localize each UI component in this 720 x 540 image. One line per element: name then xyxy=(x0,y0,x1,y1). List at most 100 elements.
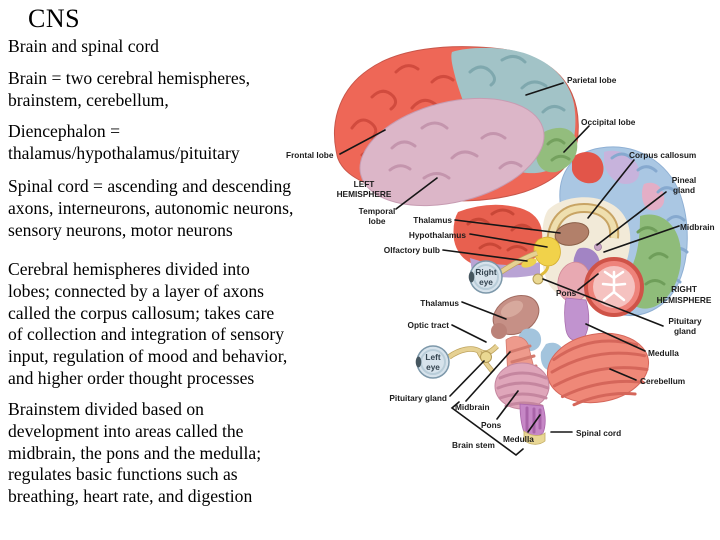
leader-pons-sagittal xyxy=(577,273,599,291)
leader-parietal xyxy=(525,82,564,96)
page-title: CNS xyxy=(28,4,81,33)
label-midbrain-lower: Midbrain xyxy=(455,402,490,412)
body-paragraph: Spinal cord = ascending and descending a… xyxy=(8,176,293,241)
body-line: Brain = two cerebral hemispheres, xyxy=(8,68,250,88)
label-temporal-lobe: lobe xyxy=(368,216,385,226)
leader-corpus-callosum xyxy=(587,159,635,219)
body-line: brainstem, cerebellum, xyxy=(8,89,169,110)
brain-stem-bracket xyxy=(450,401,524,457)
sagittal-occipital-gyri xyxy=(636,226,669,286)
lateral-brain xyxy=(334,46,579,207)
body-line: Brain and spinal cord xyxy=(8,36,159,56)
leader-thalamus-lower xyxy=(461,301,507,320)
leader-optic-tract xyxy=(451,324,487,343)
body-line: sensory neurons, motor neurons xyxy=(8,219,233,240)
hypothalamus-shape xyxy=(533,236,561,267)
right-eye-pupil xyxy=(468,271,475,283)
label-corpus-callosum: Corpus callosum xyxy=(629,150,696,160)
arbor-vitae xyxy=(601,270,627,302)
temporal-lobe-region xyxy=(359,97,545,207)
body-line: input, regulation of mood and behavior, xyxy=(8,346,288,367)
body-line: regulates basic functions such as xyxy=(8,464,238,485)
leader-thalamus-upper xyxy=(454,219,561,234)
diagram-labels: Parietal lobe Occipital lobe Corpus call… xyxy=(286,75,715,450)
pituitary-gland-sagittal xyxy=(532,273,544,285)
label-right-hemisphere: HEMISPHERE xyxy=(657,295,712,305)
label-frontal-lobe: Frontal lobe xyxy=(286,150,334,160)
label-spinal-cord: Spinal cord xyxy=(576,428,621,438)
leader-midbrain-right xyxy=(603,225,680,253)
occipital-lobe-region xyxy=(536,127,578,173)
sagittal-brain xyxy=(453,146,689,342)
label-brain-stem: Brain stem xyxy=(452,440,495,450)
body-line: midbrain, the pons and the medulla; xyxy=(8,442,262,463)
brainstem-figure xyxy=(415,250,650,445)
leader-pituitary-lower xyxy=(449,360,485,397)
label-cerebellum: Cerebellum xyxy=(640,376,685,386)
label-medulla-lower: Medulla xyxy=(503,434,534,444)
body-line: of collection and integration of sensory xyxy=(8,324,285,345)
body-line: Spinal cord = ascending and descending xyxy=(8,176,292,196)
sagittal-red-patch xyxy=(572,152,604,184)
left-eye-pupil xyxy=(415,356,422,368)
body-line: lobes; connected by a layer of axons xyxy=(8,280,264,301)
leader-cerebellum xyxy=(609,368,637,381)
leader-pineal xyxy=(596,191,667,246)
label-left-hemisphere: HEMISPHERE xyxy=(337,189,392,199)
pituitary-stalk-sagittal xyxy=(540,265,550,277)
label-pons-lower: Pons xyxy=(481,420,502,430)
label-right-eye: Right xyxy=(475,267,496,277)
mammillary-lobe xyxy=(491,323,507,339)
body-line: Diencephalon = xyxy=(8,121,121,141)
label-parietal-lobe: Parietal lobe xyxy=(567,75,617,85)
leader-midbrain-lower xyxy=(465,351,511,402)
leader-pituitary-right xyxy=(542,278,664,327)
thalamus-sagittal xyxy=(554,222,590,246)
label-hypothalamus: Hypothalamus xyxy=(409,230,467,240)
label-pineal-gland: gland xyxy=(673,185,695,195)
leader-pons-lower xyxy=(496,390,519,420)
body-line: Cerebral hemispheres divided into xyxy=(8,259,250,279)
label-thalamus-lower: Thalamus xyxy=(420,298,459,308)
label-pituitary-lower: Pituitary gland xyxy=(389,393,447,403)
label-left-eye: Left xyxy=(425,352,440,362)
pituitary-ball-lower xyxy=(480,351,492,363)
body-line: called the corpus callosum; takes care xyxy=(8,302,275,323)
body-line: and higher order thought processes xyxy=(8,367,255,388)
cerebellum-fissures xyxy=(550,339,649,407)
temporal-gyri xyxy=(388,121,523,180)
label-pituitary-right: gland xyxy=(674,326,696,336)
medial-temporal-gyri xyxy=(466,208,533,252)
label-temporal-lobe: Temporal xyxy=(359,206,396,216)
leader-hypothalamus xyxy=(469,233,548,248)
label-left-hemisphere: LEFT xyxy=(354,179,375,189)
medulla-sagittal xyxy=(564,297,590,342)
label-pineal-gland: Pineal xyxy=(672,175,696,185)
cerebellum-ball xyxy=(546,332,650,404)
body-paragraph: Diencephalon = thalamus/hypothalamus/pit… xyxy=(8,121,240,165)
label-olfactory-bulb: Olfactory bulb xyxy=(384,245,440,255)
body-line: development into areas called the xyxy=(8,420,244,441)
label-right-eye: eye xyxy=(479,277,493,287)
leader-temporal xyxy=(395,177,438,210)
label-right-hemisphere: RIGHT xyxy=(671,284,697,294)
label-occipital-lobe: Occipital lobe xyxy=(581,117,636,127)
leader-medulla-right xyxy=(585,323,646,352)
body-line: breathing, heart rate, and digestion xyxy=(8,486,253,507)
body-line: axons, interneurons, autonomic neurons, xyxy=(8,197,294,218)
leader-olfactory xyxy=(442,249,528,262)
thalamus-egg-highlight xyxy=(500,300,524,318)
pons-stripes xyxy=(496,371,550,408)
label-left-eye: eye xyxy=(426,362,440,372)
occipital-gyri xyxy=(546,138,571,162)
optic-nerve-left xyxy=(447,344,499,359)
body-line: thalamus/hypothalamus/pituitary xyxy=(8,142,240,163)
spinal-cord-stub xyxy=(523,430,546,445)
leader-lines xyxy=(339,82,680,457)
leader-occipital xyxy=(563,125,590,153)
cerebellum-ball-group xyxy=(546,332,650,407)
medulla-stripes xyxy=(525,406,542,434)
label-medulla-right: Medulla xyxy=(648,348,679,358)
